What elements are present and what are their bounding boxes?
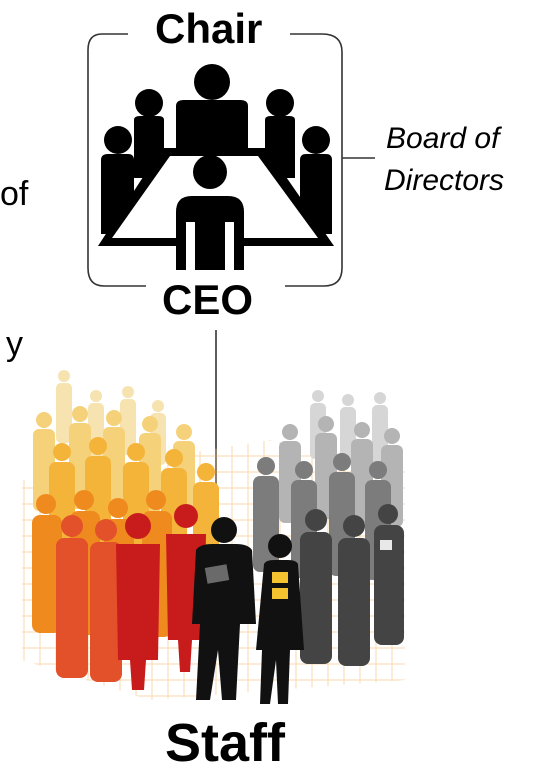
ceo-label: CEO xyxy=(162,276,254,323)
board-of-directors-label-line1: Board of xyxy=(386,122,500,155)
staff-label: Staff xyxy=(165,713,285,773)
cropped-text-fragment: y xyxy=(6,325,23,363)
board-frame xyxy=(87,33,343,287)
staff-crowd-icon xyxy=(22,370,405,704)
cropped-text-fragment: of xyxy=(0,175,29,213)
chair-label: Chair xyxy=(155,5,263,52)
boardroom-icon xyxy=(98,64,334,270)
board-of-directors-label-line2: Directors xyxy=(384,164,505,197)
